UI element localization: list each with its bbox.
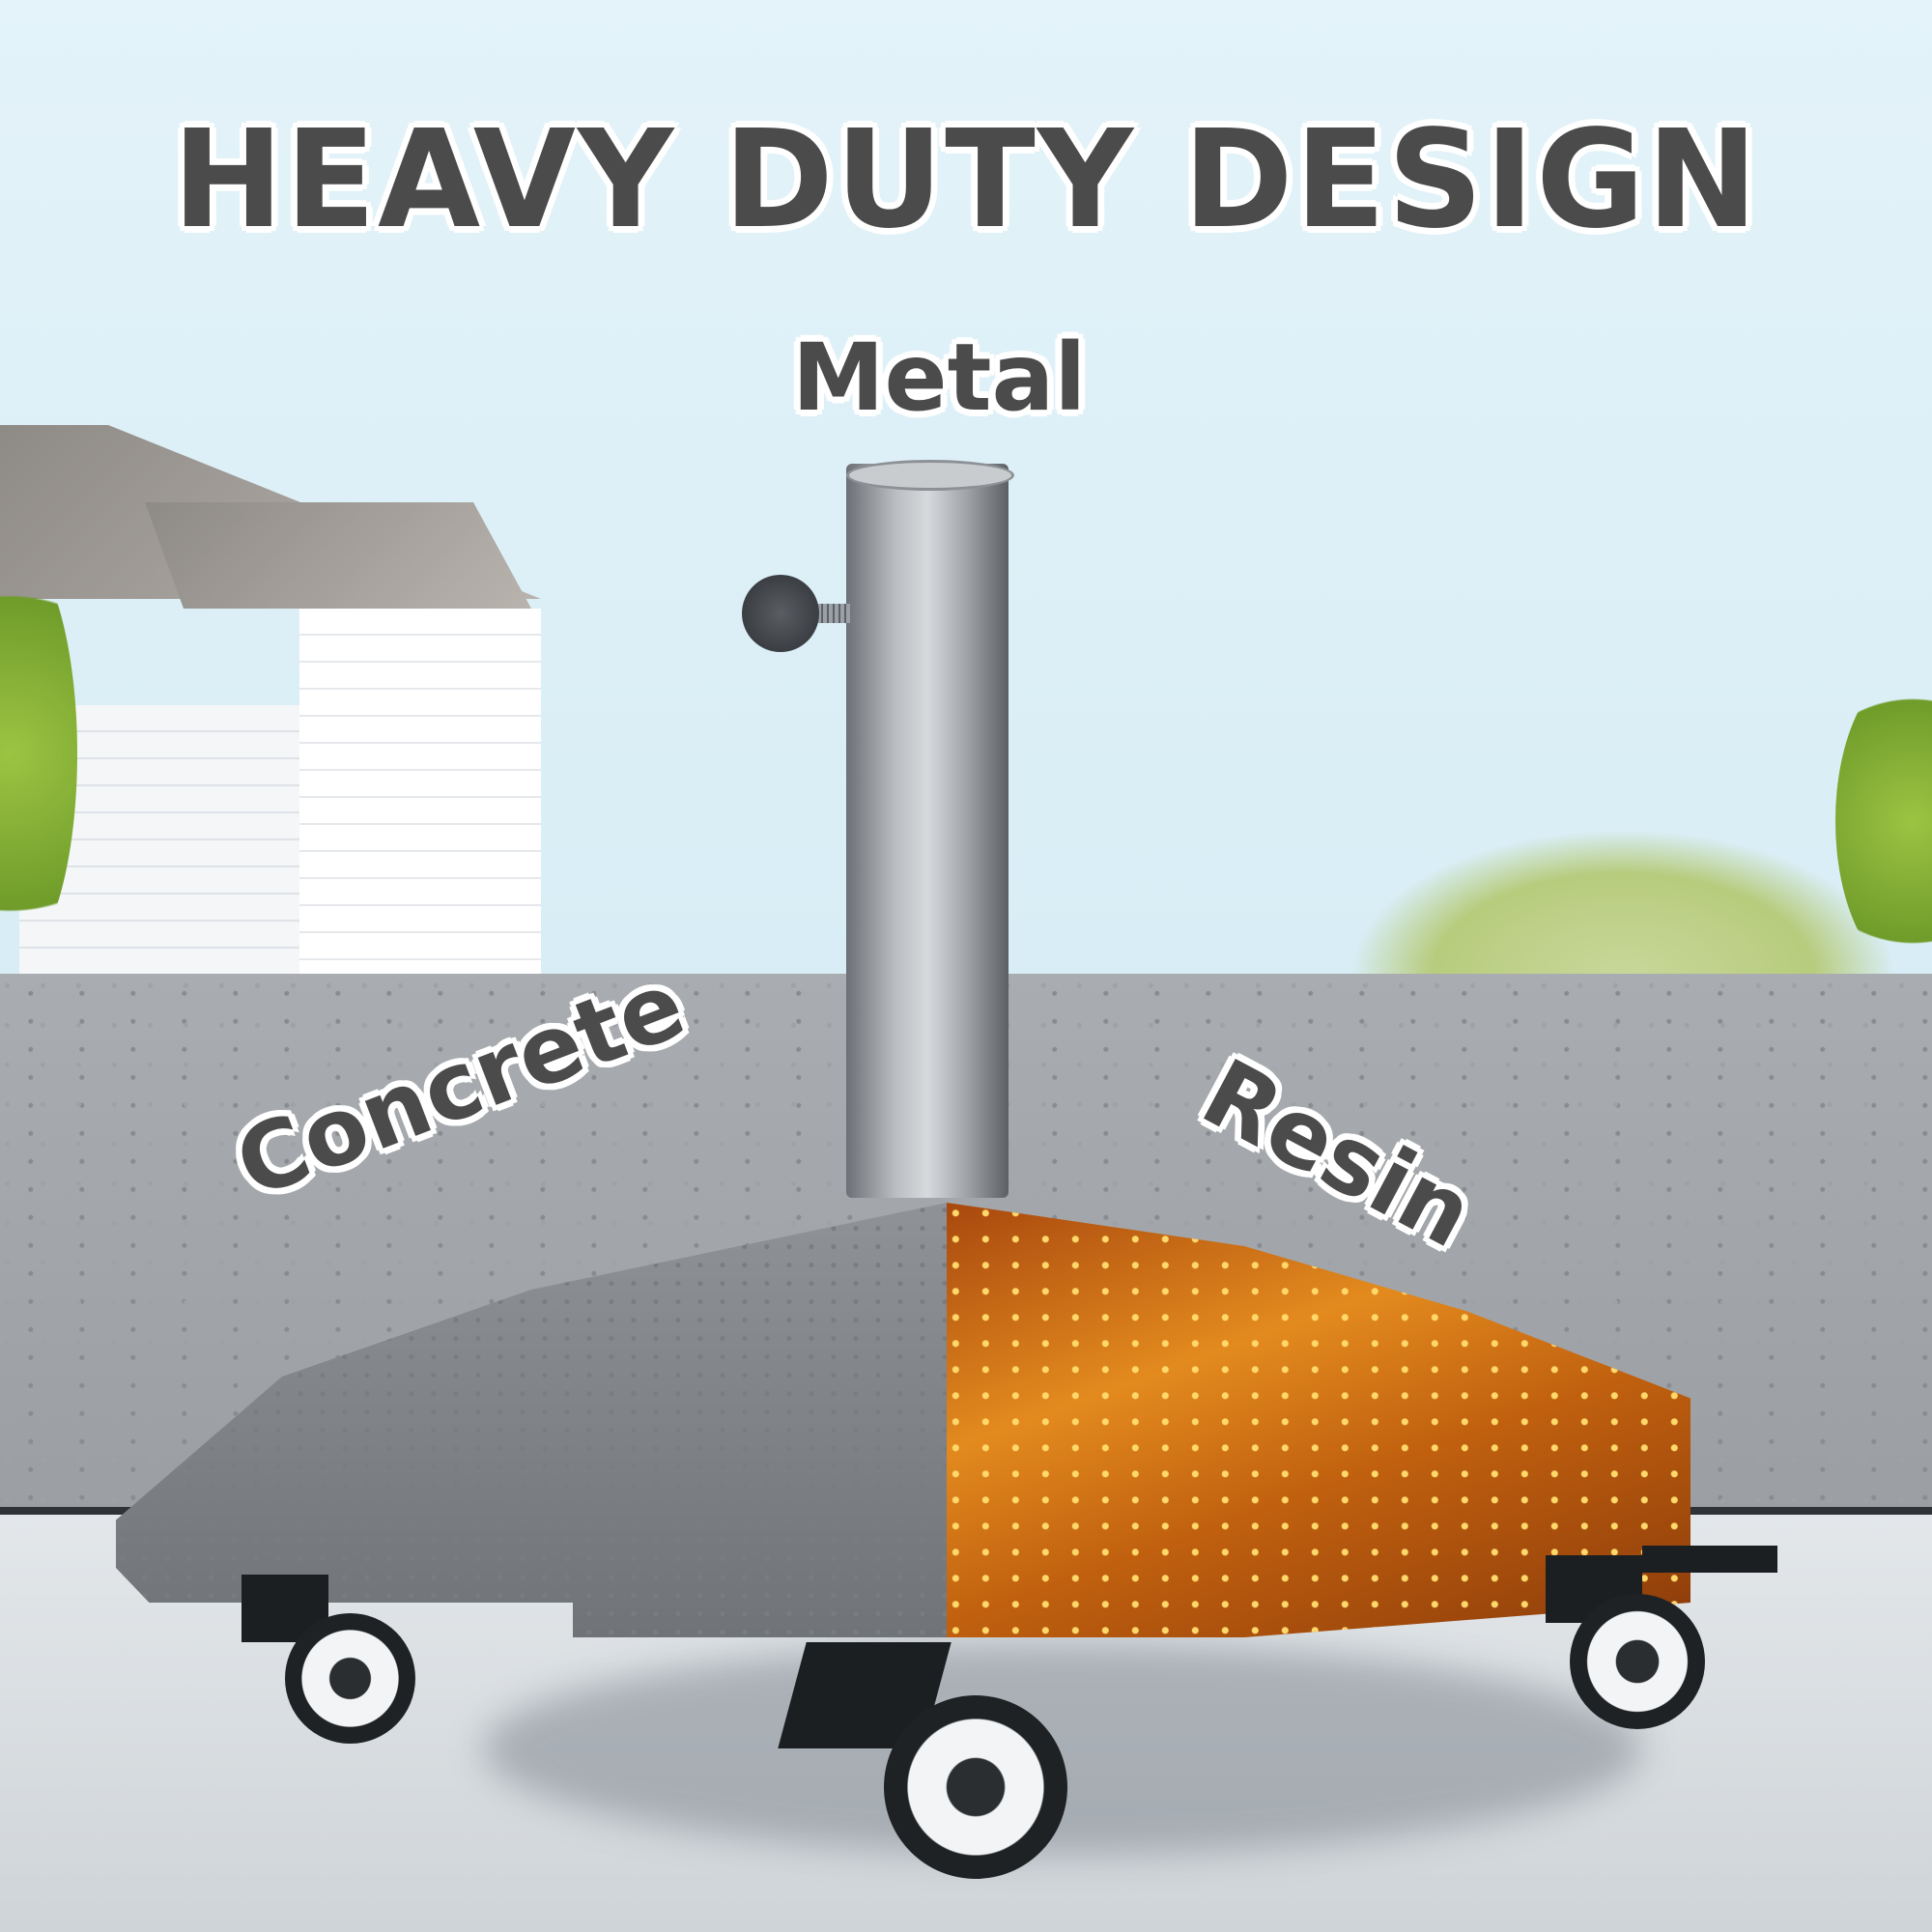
wheel-front	[884, 1695, 1067, 1879]
screw-thread	[811, 604, 850, 623]
label-metal: Metal	[792, 324, 1087, 432]
headline: HEAVY DUTY DESIGN	[172, 101, 1760, 259]
base-shadow	[483, 1642, 1642, 1855]
shrub-right	[1352, 831, 1893, 976]
house-background	[0, 396, 618, 976]
tightening-knob-icon	[742, 575, 819, 652]
metal-pole	[846, 464, 1009, 1198]
wheel-right	[1570, 1594, 1705, 1729]
wheel-brake-lever	[1642, 1546, 1777, 1573]
house-gable	[299, 609, 541, 976]
house-roof-upper	[145, 502, 531, 609]
wheel-left	[285, 1613, 415, 1744]
pole-cap	[846, 460, 1014, 491]
